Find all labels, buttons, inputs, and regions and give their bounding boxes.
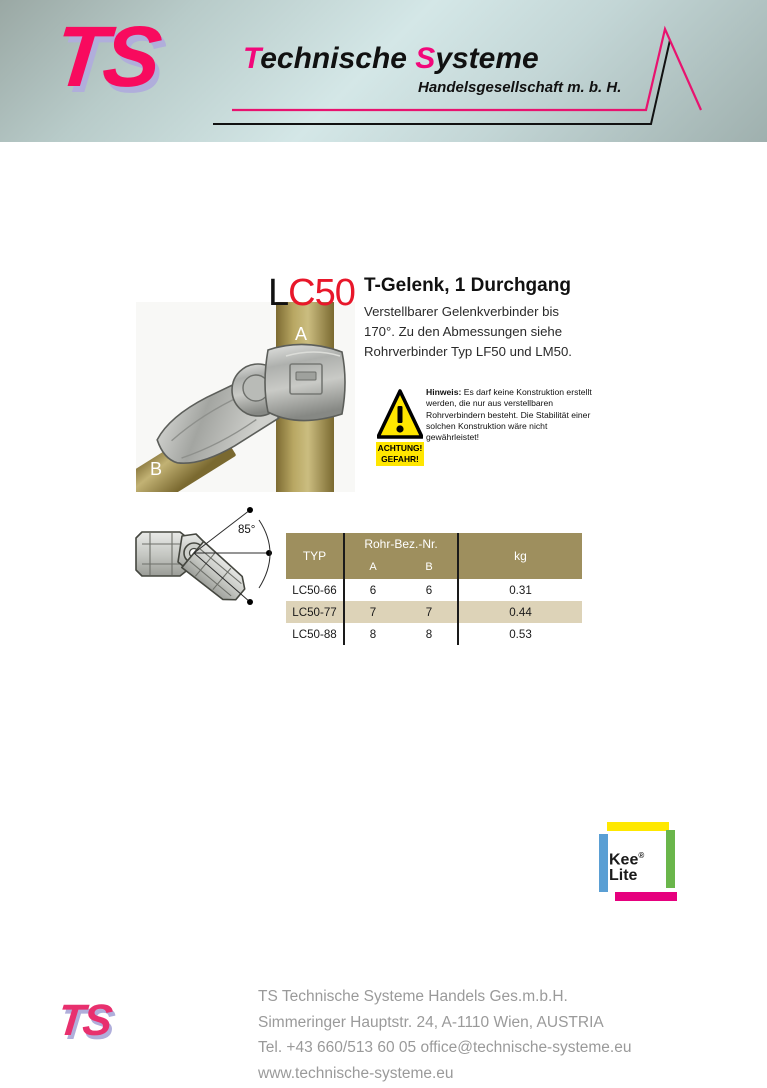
cell-a: 6 [343,579,401,601]
cell-a: 8 [343,623,401,645]
angle-label: 85° [238,524,256,536]
warning-triangle-icon [377,389,423,439]
cell-kg: 0.31 [458,579,582,601]
footer-website-line[interactable]: www.technische-systeme.eu [258,1064,454,1082]
kee-lite-logo-frame [599,822,677,901]
cell-b: 6 [401,579,459,601]
company-name-ysteme: ysteme [435,42,539,75]
warning-body: Es darf keine Konstruktion erstellt werd… [426,387,592,443]
photo-label-a: A [294,324,307,344]
footer-phone-email-line: Tel. +43 660/513 60 05 office@technische… [258,1039,632,1056]
warning-badge: ACHTUNG! GEFAHR! [376,442,424,466]
product-code-prefix: L [268,272,289,314]
company-logo-header: TS [50,9,163,105]
kee-lite-line1: Kee® [609,848,644,868]
table-row: LC50-88 8 8 0.53 [286,623,582,645]
photo-label-b: B [150,459,163,479]
table-row: LC50-77 7 7 0.44 [286,601,582,623]
product-code: LC50 [268,272,356,315]
cell-typ: LC50-77 [286,601,344,623]
product-title: T-Gelenk, 1 Durchgang [364,275,571,296]
footer-address-line: Simmeringer Hauptstr. 24, A-1110 Wien, A… [258,1013,604,1031]
warning-badge-line1: ACHTUNG! [377,443,423,453]
cell-b: 8 [401,623,459,645]
kee-lite-line2: Lite [609,867,638,885]
table-header: TYP Rohr-Bez.-Nr. kg A B [286,533,582,579]
company-subtitle: Handelsgesellschaft m. b. H. [418,79,622,96]
cell-b: 7 [401,601,459,623]
kee-lite-logo: Kee® Lite [597,820,683,906]
product-photo-illustration [136,302,355,492]
company-name-echnische: echnische [260,42,416,75]
warning-note: ACHTUNG! GEFAHR! Hinweis: Es darf keine … [376,387,592,477]
table-body: LC50-66 6 6 0.31 LC50-77 7 7 0.44 LC50-8… [286,579,582,645]
kee-lite-kee: Kee [609,851,639,869]
kee-lite-wordmark: Kee® Lite [609,848,644,884]
product-code-suffix: C50 [288,272,356,314]
warning-text: Hinweis: Es darf keine Konstruktion erst… [426,387,592,443]
registered-mark-icon: ® [638,851,645,860]
table-col-b: B [401,555,459,579]
warning-badge-line2: GEFAHR! [381,453,419,464]
header-zigzag-decoration [213,25,703,125]
table-row: LC50-66 6 6 0.31 [286,579,582,601]
product-photo: A B [136,302,355,492]
table-col-a: A [343,555,401,579]
warning-lead: Hinweis: [426,387,462,397]
company-logo-footer: TS [55,996,113,1045]
company-name-t: T [243,42,261,75]
table-col-group: Rohr-Bez.-Nr. [343,533,459,555]
technical-diagram [132,506,292,626]
specification-table: TYP Rohr-Bez.-Nr. kg A B LC50-66 6 6 0.3… [286,533,582,645]
company-name: Technische Systeme [243,42,539,76]
table-col-kg: kg [458,533,582,579]
cell-typ: LC50-88 [286,623,344,645]
angle-diagram-illustration [135,507,272,605]
table-col-typ: TYP [286,533,344,579]
product-description: Verstellbarer Gelenkverbinder bis 170°. … [364,304,572,359]
cell-kg: 0.44 [458,601,582,623]
page-header: TS Technische Systeme Handelsgesellschaf… [0,0,767,142]
footer-contact: TS Technische Systeme Handels Ges.m.b.H.… [258,984,728,1086]
cell-kg: 0.53 [458,623,582,645]
footer-company-line: TS Technische Systeme Handels Ges.m.b.H. [258,988,568,1005]
company-name-s: S [415,42,436,75]
cell-a: 7 [343,601,401,623]
cell-typ: LC50-66 [286,579,344,601]
